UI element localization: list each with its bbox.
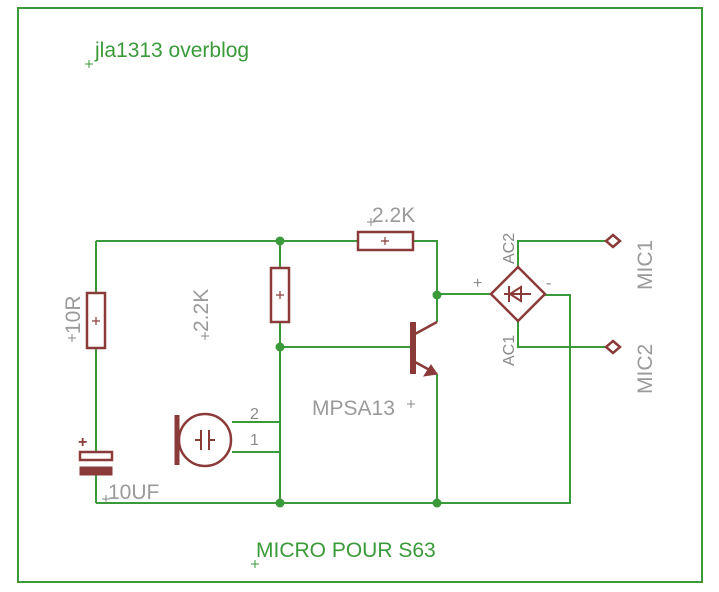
wire-top-rail-right [413, 240, 438, 295]
resistor-top-origin [381, 237, 389, 245]
resistor-left: 10R [62, 291, 107, 350]
bridge-ac1-label: AC1 [501, 335, 518, 366]
junction-dot [432, 290, 442, 300]
bridge-diode-bar [504, 286, 531, 302]
board-frame [17, 7, 703, 583]
junctions [275, 236, 442, 508]
wire-bridge-ac1 [517, 321, 605, 348]
connector-mic1: MIC1 [604, 233, 657, 290]
bridge-minus-label: - [546, 275, 551, 292]
bridge-rectifier: + - AC2 AC1 [473, 233, 551, 366]
wire-bottom-rail [96, 294, 571, 504]
connector-mic2-pad [604, 339, 622, 355]
resistor-left-origin [92, 317, 100, 325]
connector-mic1-label: MIC1 [634, 240, 657, 290]
mic-capsule: 2 1 [174, 406, 259, 468]
title-origin-mark [85, 60, 93, 68]
connector-mic2: MIC2 [604, 339, 657, 394]
transistor: MPSA13 [312, 320, 438, 420]
resistor-mid: 2.2K [190, 266, 291, 340]
capacitor: + 10UF [78, 434, 159, 504]
junction-dot [275, 342, 285, 352]
schematic-caption: MICRO POUR S63 [256, 539, 436, 562]
mic-capsule-body [177, 412, 233, 468]
resistor-left-label-origin [68, 334, 76, 342]
mic-pin-2-label: 2 [250, 406, 259, 423]
connector-mic1-pad [604, 233, 622, 249]
bridge-ac2-label: AC2 [501, 233, 518, 264]
bridge-plus-label: + [473, 275, 482, 292]
capacitor-polarity: + [78, 434, 87, 451]
wire-bridge-ac2 [517, 240, 605, 267]
resistor-top-body [356, 230, 415, 252]
caption-origin-mark [251, 560, 259, 568]
resistor-mid-label-origin [201, 332, 209, 340]
transistor-value: MPSA13 [312, 397, 395, 420]
junction-dot [432, 498, 442, 508]
capacitor-plate-top [78, 450, 114, 462]
resistor-top-value: 2.2K [372, 204, 415, 227]
resistor-mid-origin [276, 291, 284, 299]
mic-pin-1-label: 1 [250, 432, 259, 449]
capacitor-plate-bottom [79, 466, 113, 476]
transistor-collector-leg [414, 320, 438, 336]
wires [95, 240, 605, 504]
resistor-left-value: 10R [62, 295, 85, 334]
transistor-emitter-arrow [422, 364, 438, 377]
schematic-title: jla1313 overblog [94, 39, 249, 62]
transistor-label-origin [407, 400, 415, 408]
capacitor-value: 10UF [108, 481, 159, 504]
resistor-left-body [85, 291, 107, 350]
resistor-top: 2.2K [356, 204, 415, 252]
capacitor-label-origin [102, 495, 110, 503]
resistor-top-label-origin [367, 218, 375, 226]
resistor-mid-value: 2.2K [190, 289, 213, 332]
mic-capsule-plates [195, 430, 215, 450]
connector-mic2-label: MIC2 [634, 344, 657, 394]
bridge-body [489, 265, 547, 323]
resistor-mid-body [269, 266, 291, 324]
junction-dot [275, 236, 285, 246]
junction-dot [275, 498, 285, 508]
